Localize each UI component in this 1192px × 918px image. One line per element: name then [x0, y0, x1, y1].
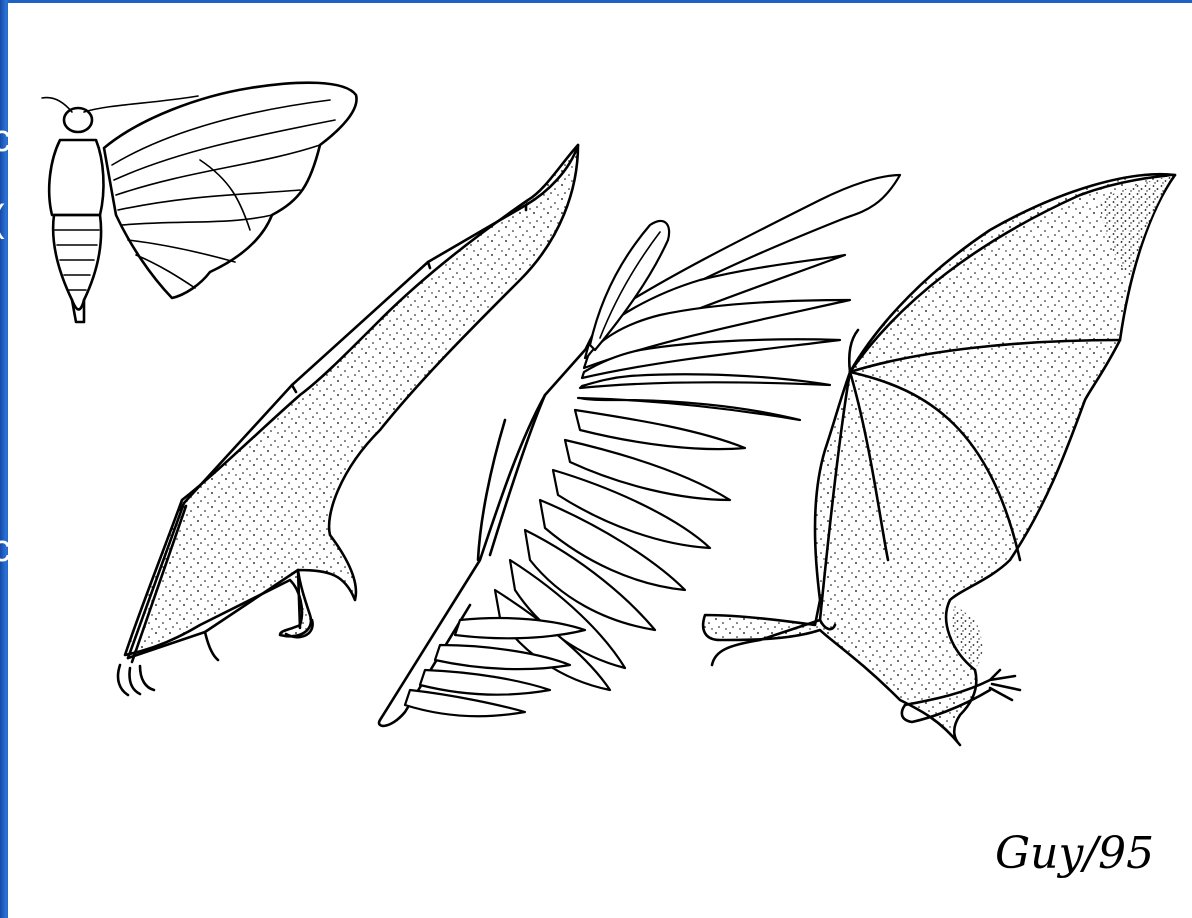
- signature-text: Guy/95: [995, 828, 1154, 879]
- wing-comparison-illustration: Guy/95: [8, 3, 1192, 918]
- moth-drawing: [42, 83, 357, 322]
- artist-signature: Guy/95: [995, 828, 1154, 879]
- bat-wing-drawing: [703, 174, 1175, 745]
- illustration-canvas: Guy/95: [8, 3, 1192, 918]
- slide-edge-glyph: (: [0, 200, 5, 238]
